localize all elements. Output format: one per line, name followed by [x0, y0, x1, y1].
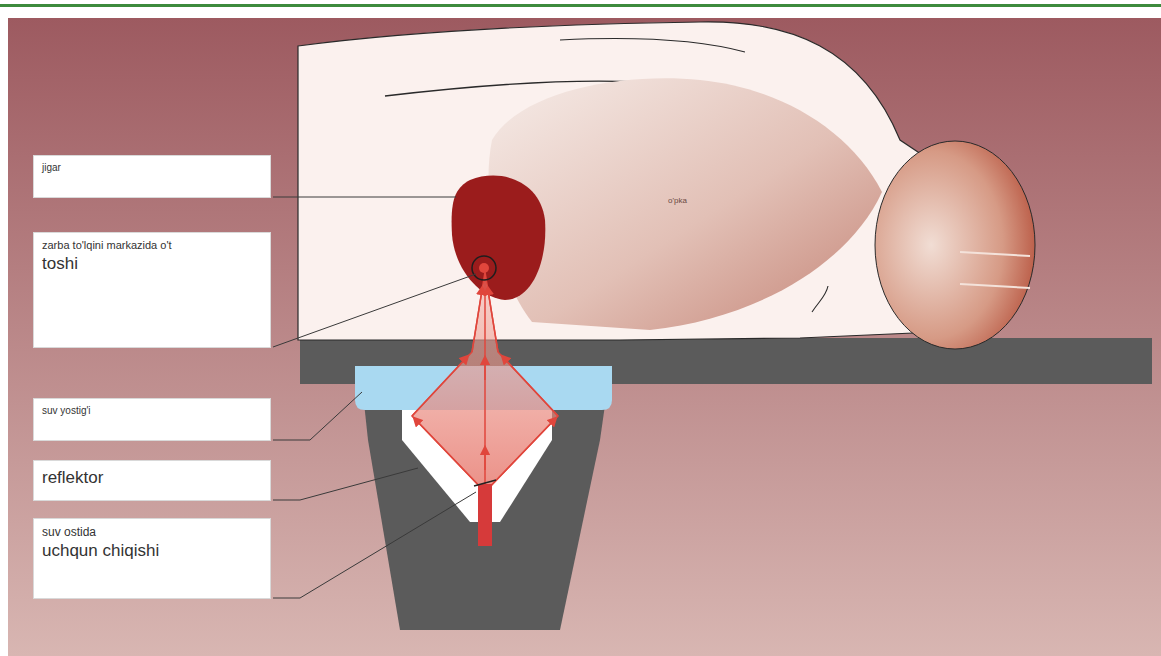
label-text: zarba to'lqini markazida o't: [42, 239, 262, 253]
label-text: reflektor: [42, 467, 262, 488]
leader-line: [273, 468, 418, 500]
head: [875, 141, 1035, 349]
spark-electrode: [478, 484, 492, 546]
top-rule: [0, 4, 1161, 7]
leader-line: [273, 274, 476, 347]
background-panel: [8, 18, 1161, 656]
label-text: suv yostig'i: [42, 405, 262, 418]
leader-line: [273, 492, 476, 598]
stone-label: zarba to'lqini markazida o'ttoshi: [33, 232, 271, 348]
focus-ring: [472, 256, 496, 280]
shock-arrow: [484, 450, 486, 470]
liver: [452, 176, 546, 300]
leader-line: [273, 392, 362, 440]
cushion-label: suv yostig'i: [33, 398, 271, 441]
shock-arrow: [472, 290, 482, 352]
leader-line: [273, 197, 456, 198]
patient-body: [298, 22, 936, 340]
shock-wave: [412, 272, 558, 492]
arm-contour: [812, 286, 828, 312]
label-text: uchqun chiqishi: [42, 540, 262, 561]
body-contour: [560, 39, 745, 53]
shock-arrow: [488, 290, 498, 352]
spark-label: suv ostidauchqun chiqishi: [33, 518, 271, 599]
reflector-label: reflektor: [33, 460, 271, 501]
label-text: toshi: [42, 253, 262, 274]
shock-arrow: [504, 358, 558, 416]
shock-arrow: [416, 420, 485, 492]
head-stripe: [960, 252, 1030, 256]
label-text: suv ostida: [42, 525, 262, 540]
spark-gap: [474, 480, 496, 486]
head-stripe: [960, 284, 1030, 288]
label-text: jigar: [42, 162, 262, 175]
organ-label: o'pka: [668, 196, 687, 205]
shock-arrow: [484, 360, 486, 380]
shock-arrow: [485, 420, 554, 492]
gallstone: [479, 263, 489, 273]
shock-wave-axis: [484, 276, 486, 492]
liver-label: jigar: [33, 155, 271, 198]
lung: [488, 78, 882, 330]
shock-arrow: [412, 358, 466, 416]
